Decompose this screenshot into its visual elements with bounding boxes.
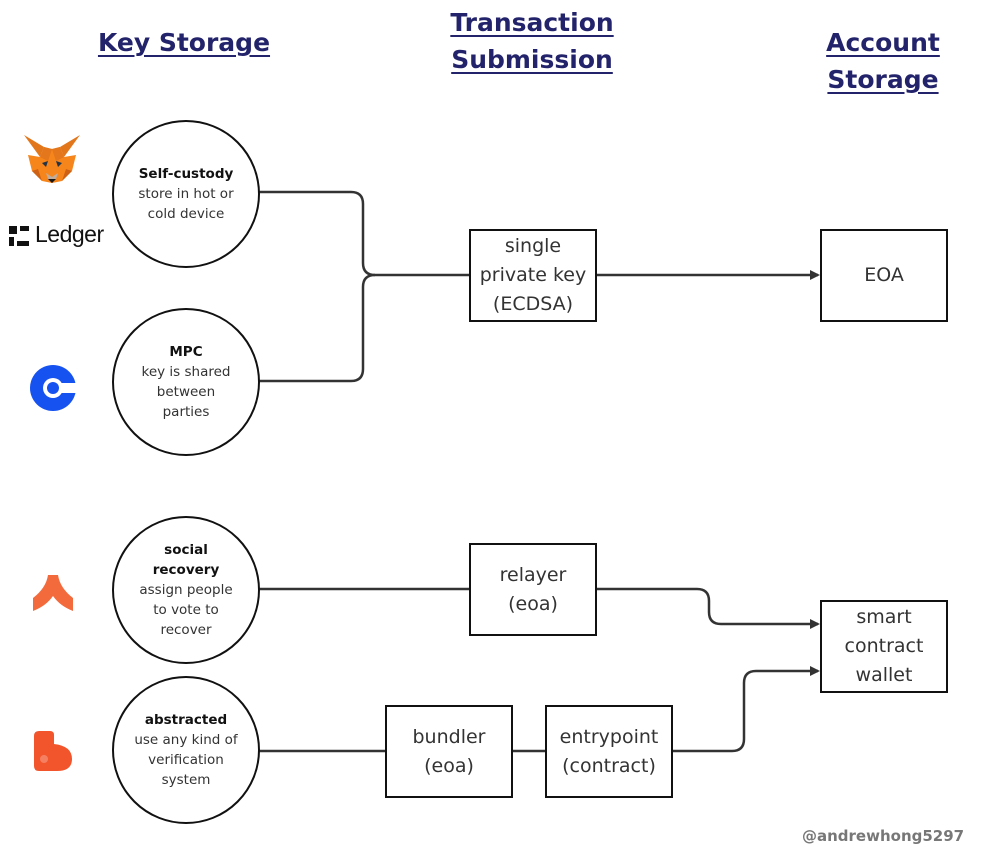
private-key-box: single private key (ECDSA) <box>469 229 597 322</box>
social-recovery-title-2: recovery <box>152 562 220 578</box>
bundler-box: bundler (eoa) <box>385 705 513 798</box>
smart-contract-wallet-line-1: smart <box>856 606 912 628</box>
private-key-line-3: (ECDSA) <box>492 293 574 315</box>
eoa-label: EOA <box>864 264 904 286</box>
smart-contract-wallet-line-3: wallet <box>855 664 913 686</box>
eoa-box: EOA <box>820 229 948 322</box>
mpc-node: MPC key is shared between parties <box>112 308 260 456</box>
bundler-line-2: (eoa) <box>424 754 474 777</box>
line-mpc-to-key <box>259 273 376 383</box>
social-recovery-node: social recovery assign people to vote to… <box>112 516 260 664</box>
mpc-desc-3: parties <box>162 404 210 420</box>
abstracted-title: abstracted <box>144 712 228 728</box>
smart-contract-wallet-line-2: contract <box>844 635 924 657</box>
smart-contract-wallet-box: smart contract wallet <box>820 600 948 693</box>
mpc-desc-1: key is shared <box>141 364 231 380</box>
header-transaction-submission: Transaction Submission <box>417 4 647 78</box>
header-key-storage-text: Key Storage <box>97 28 271 57</box>
arrow-entrypoint-to-wallet <box>672 666 820 753</box>
private-key-line-2: private key <box>479 264 587 286</box>
self-custody-node: Self-custody store in hot or cold device <box>112 120 260 268</box>
abstracted-node: abstracted use any kind of verification … <box>112 676 260 824</box>
social-recovery-desc-3: recover <box>160 622 212 638</box>
relayer-line-1: relayer <box>499 563 567 586</box>
self-custody-title: Self-custody <box>138 166 234 182</box>
relayer-line-2: (eoa) <box>508 592 558 615</box>
ledger-logo: Ledger <box>9 221 104 248</box>
line-selfcustody-to-key <box>259 190 470 277</box>
entrypoint-line-2: (contract) <box>562 754 656 777</box>
header-account-storage-text: Account Storage <box>826 28 940 94</box>
header-key-storage: Key Storage <box>84 24 284 61</box>
self-custody-desc-2: cold device <box>147 206 225 222</box>
mpc-desc-2: between <box>156 384 216 400</box>
header-account-storage: Account Storage <box>768 24 997 98</box>
social-recovery-title-1: social <box>164 542 208 558</box>
metamask-fox-icon <box>24 135 80 183</box>
author-credit: @andrewhong5297 <box>802 827 965 845</box>
ledger-mark-icon <box>9 225 29 246</box>
header-tx-line2: Submission <box>451 45 613 74</box>
arrow-relayer-to-wallet <box>597 587 820 629</box>
private-key-line-1: single <box>504 235 562 257</box>
entrypoint-line-1: entrypoint <box>559 725 659 748</box>
entrypoint-box: entrypoint (contract) <box>545 705 673 798</box>
relayer-box: relayer (eoa) <box>469 543 597 636</box>
mpc-title: MPC <box>169 344 203 360</box>
bundler-line-1: bundler <box>412 725 486 748</box>
social-recovery-desc-2: to vote to <box>153 602 219 618</box>
abstracted-desc-1: use any kind of <box>134 732 238 748</box>
abstracted-desc-3: system <box>161 772 211 788</box>
braavos-icon <box>34 731 72 771</box>
coinbase-icon <box>30 365 76 411</box>
social-recovery-desc-1: assign people <box>139 582 233 598</box>
argent-icon <box>33 575 73 611</box>
header-tx-line1: Transaction <box>450 8 614 37</box>
self-custody-desc-1: store in hot or <box>138 186 234 202</box>
abstracted-desc-2: verification <box>148 752 224 768</box>
ledger-wordmark: Ledger <box>35 221 104 247</box>
